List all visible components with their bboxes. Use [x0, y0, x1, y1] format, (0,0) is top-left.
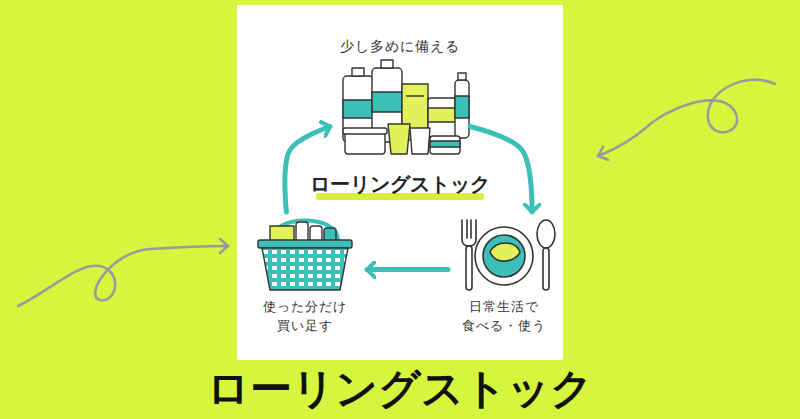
cycle-arrow — [285, 127, 330, 213]
cycle-arrow — [367, 267, 448, 272]
basket-illustration — [258, 221, 352, 291]
stage-group: 使った分だけ 買い足す — [243, 212, 367, 340]
stage-group: 日常生活で 食べる・使う — [448, 212, 560, 340]
center-label: ローリングストック — [310, 171, 490, 198]
cycle-arrow — [470, 127, 532, 213]
stage-group: 少し多めに備える — [330, 32, 470, 158]
swirl-arrow — [18, 246, 228, 306]
stage-label: 日常生活で 食べる・使う — [454, 298, 554, 336]
title: ローリングストック — [207, 361, 593, 417]
stage-label: 少し多めに備える — [340, 36, 460, 56]
stock-illustration — [343, 60, 469, 154]
swirl-arrow — [598, 80, 775, 156]
meal-illustration — [462, 220, 555, 290]
stage-label: 使った分だけ 買い足す — [255, 298, 355, 336]
panel — [237, 5, 563, 360]
